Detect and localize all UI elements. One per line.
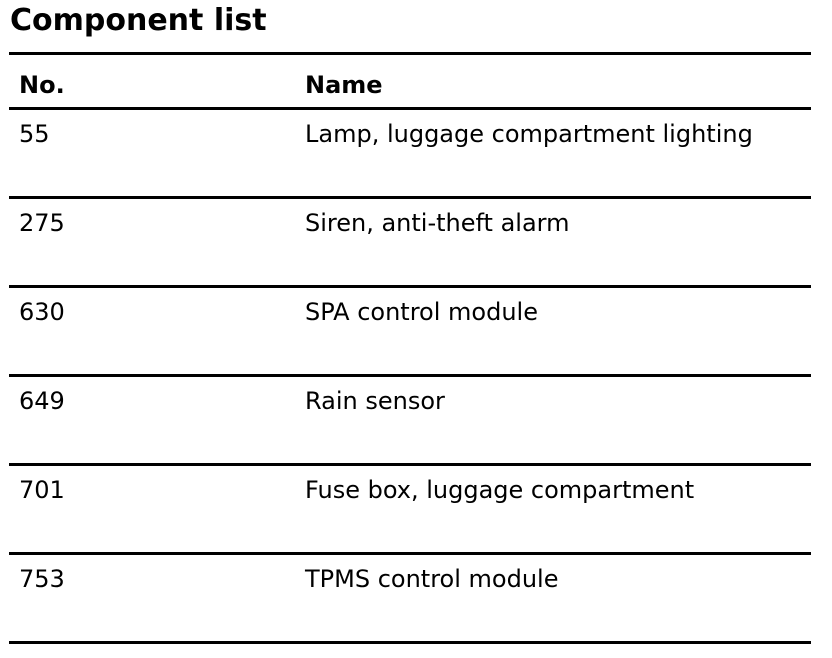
component-number: 275 (9, 197, 305, 288)
component-name: Rain sensor (305, 375, 811, 466)
component-number: 701 (9, 464, 305, 555)
page-title: Component list (10, 3, 267, 38)
component-number: 649 (9, 375, 305, 466)
component-name: Siren, anti-theft alarm (305, 197, 811, 288)
component-name: Fuse box, luggage compartment (305, 464, 811, 555)
table-row: 275 Siren, anti-theft alarm (9, 197, 811, 288)
component-table: No. Name 55 Lamp, luggage compartment li… (9, 52, 811, 644)
component-number: 630 (9, 286, 305, 377)
table-row: 630 SPA control module (9, 286, 811, 377)
table-row: 649 Rain sensor (9, 375, 811, 466)
column-header-name: Name (305, 52, 811, 110)
component-number: 55 (9, 108, 305, 199)
table-body: 55 Lamp, luggage compartment lighting 27… (9, 108, 811, 644)
component-name: Lamp, luggage compartment lighting (305, 108, 811, 199)
component-name: SPA control module (305, 286, 811, 377)
component-name: TPMS control module (305, 553, 811, 644)
table-header-row: No. Name (9, 52, 811, 110)
table-row: 55 Lamp, luggage compartment lighting (9, 108, 811, 199)
table-row: 701 Fuse box, luggage compartment (9, 464, 811, 555)
table-header: No. Name (9, 52, 811, 110)
table-row: 753 TPMS control module (9, 553, 811, 644)
column-header-no: No. (9, 52, 305, 110)
component-number: 753 (9, 553, 305, 644)
